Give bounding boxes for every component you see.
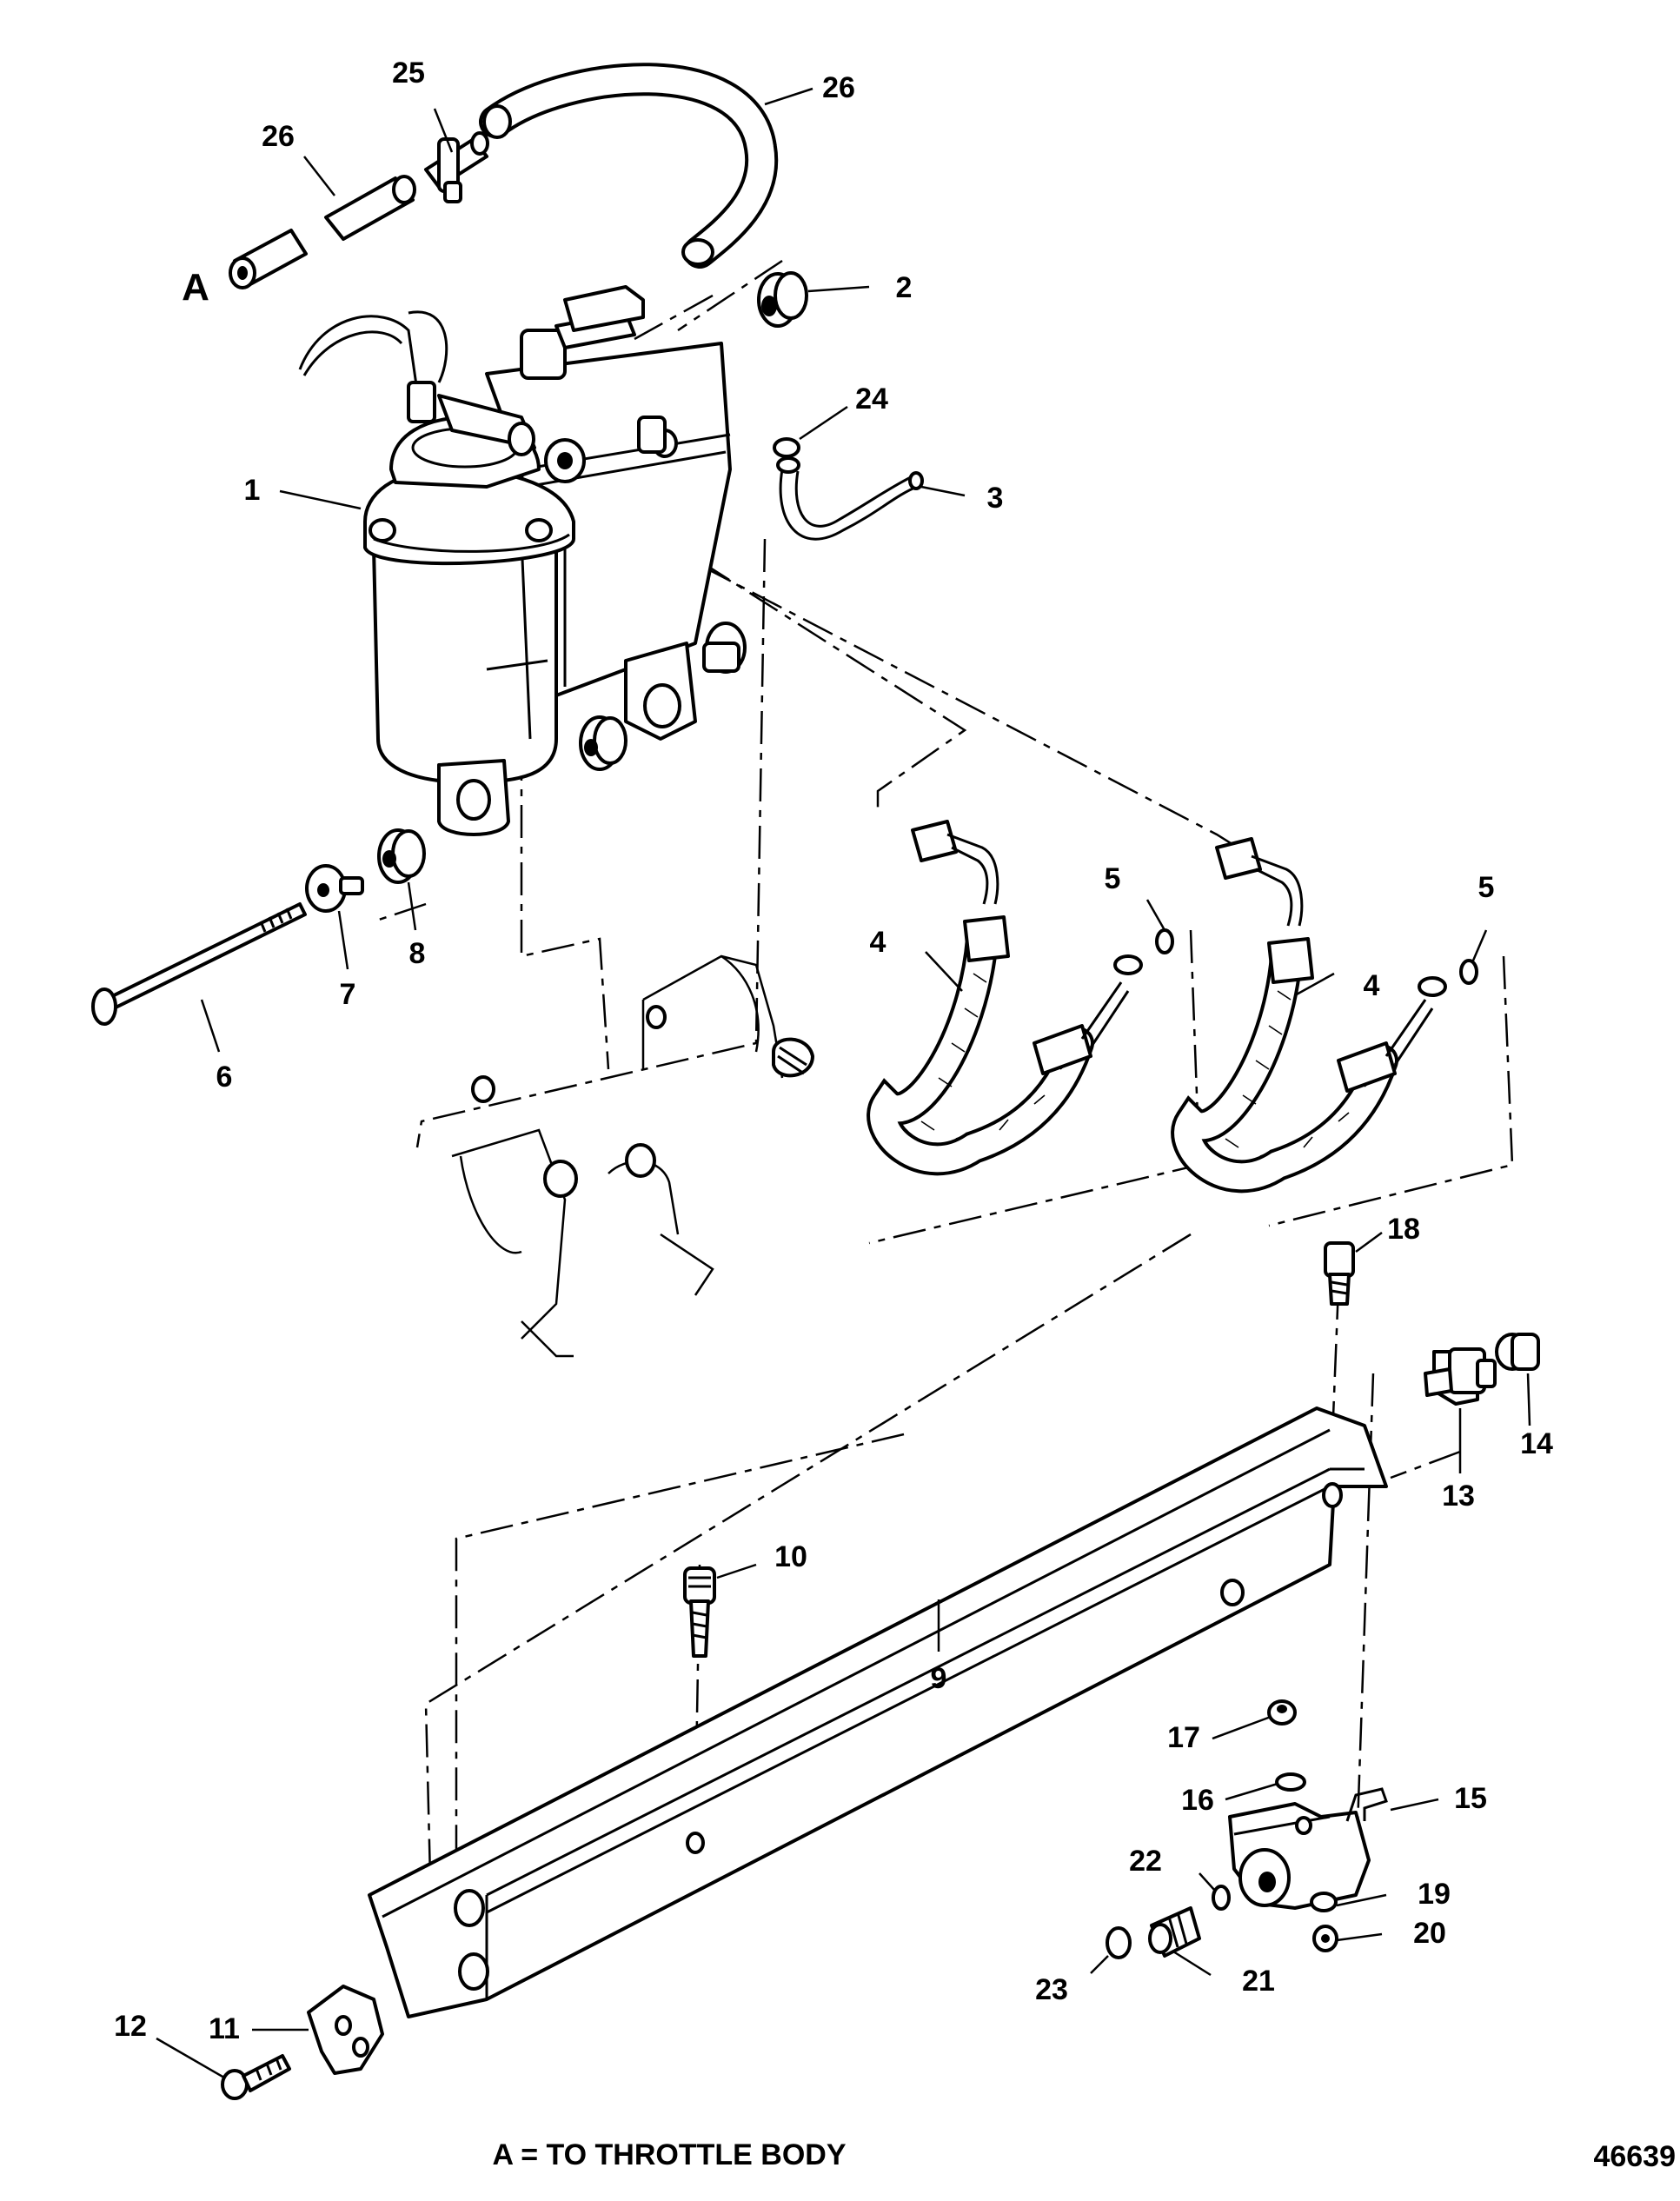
screw-18 bbox=[1324, 1241, 1355, 1306]
section-label-a: A bbox=[182, 266, 209, 309]
engine-mounting-bracket bbox=[451, 954, 814, 1358]
callout-4-left: 4 bbox=[870, 926, 886, 959]
screw-10 bbox=[683, 1566, 716, 1658]
screw-12 bbox=[221, 2054, 291, 2100]
callout-14: 14 bbox=[1520, 1427, 1553, 1460]
o-rings-5 bbox=[1155, 928, 1478, 985]
callout-22: 22 bbox=[1129, 1845, 1162, 1878]
callout-leader-lines bbox=[156, 87, 1531, 2079]
grommets-8 bbox=[377, 622, 747, 884]
fuel-rail-9 bbox=[368, 1406, 1388, 2018]
callout-26-left: 26 bbox=[262, 120, 295, 153]
washer-19 bbox=[1310, 1892, 1338, 1912]
callout-8: 8 bbox=[409, 937, 426, 970]
callout-4-right: 4 bbox=[1364, 969, 1380, 1002]
callout-9: 9 bbox=[931, 1662, 947, 1695]
footnote-throttle-body: A = TO THROTTLE BODY bbox=[492, 2138, 846, 2171]
fuel-line-4-right bbox=[1171, 837, 1447, 1194]
callout-19: 19 bbox=[1418, 1878, 1451, 1911]
tee-fitting-25 bbox=[424, 131, 489, 203]
bolt-6 bbox=[91, 902, 307, 1026]
fitting-21 bbox=[1148, 1906, 1201, 1958]
o-ring-23 bbox=[1106, 1926, 1132, 1959]
grommet-2 bbox=[757, 271, 808, 328]
nut-20 bbox=[1312, 1925, 1338, 1952]
drawing-reference-number: 46639 bbox=[1593, 2140, 1676, 2173]
o-ring-22 bbox=[1212, 1885, 1231, 1911]
callout-12: 12 bbox=[114, 2010, 147, 2043]
callout-13: 13 bbox=[1442, 1480, 1475, 1513]
callout-15: 15 bbox=[1454, 1782, 1487, 1815]
callout-25: 25 bbox=[392, 57, 425, 90]
callout-20: 20 bbox=[1413, 1917, 1446, 1950]
callout-5-left: 5 bbox=[1105, 862, 1121, 895]
callout-24: 24 bbox=[855, 382, 888, 416]
fuel-line-4-left bbox=[867, 820, 1143, 1176]
callout-7: 7 bbox=[340, 978, 356, 1011]
callout-16: 16 bbox=[1181, 1784, 1214, 1817]
cap-14 bbox=[1495, 1333, 1540, 1371]
fuel-hose-26-curved bbox=[479, 63, 779, 269]
fuel-hose-26-straight bbox=[229, 175, 416, 289]
fitting-13 bbox=[1424, 1347, 1497, 1406]
callout-5-right: 5 bbox=[1478, 871, 1495, 904]
fuel-cooler-assembly-1 bbox=[298, 285, 732, 836]
vent-hose-3 bbox=[773, 437, 924, 541]
callout-10: 10 bbox=[774, 1540, 807, 1573]
callout-26-right: 26 bbox=[822, 71, 855, 104]
bracket-11 bbox=[307, 1985, 384, 2075]
o-ring-16 bbox=[1275, 1772, 1306, 1792]
callout-17: 17 bbox=[1167, 1721, 1200, 1754]
callout-6: 6 bbox=[216, 1061, 233, 1094]
callout-21: 21 bbox=[1242, 1965, 1275, 1998]
callout-1: 1 bbox=[244, 474, 261, 507]
washer-7 bbox=[305, 864, 364, 913]
callout-11: 11 bbox=[209, 2012, 240, 2045]
callout-18: 18 bbox=[1387, 1213, 1420, 1246]
fuel-pressure-regulator-15 bbox=[1228, 1787, 1388, 1910]
callout-3: 3 bbox=[987, 482, 1004, 515]
nut-17 bbox=[1267, 1699, 1297, 1726]
assembly-reference-lines bbox=[373, 259, 1514, 1912]
callout-23: 23 bbox=[1035, 1973, 1068, 2006]
callout-2: 2 bbox=[896, 271, 913, 304]
callout-labels: 1 2 3 24 25 26 26 A 4 4 5 5 6 7 8 18 13 … bbox=[114, 57, 1553, 2045]
